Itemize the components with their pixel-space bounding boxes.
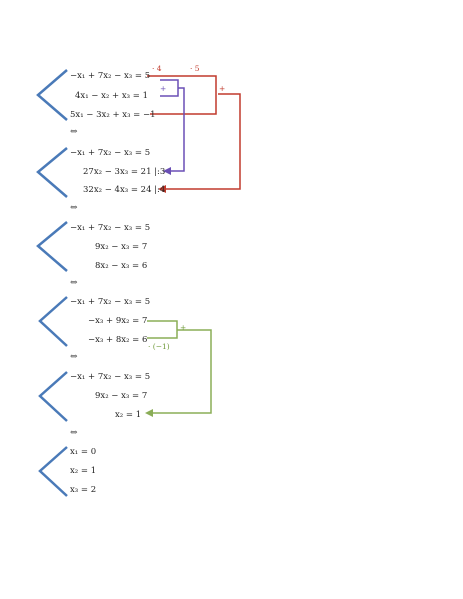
system-3-equation-3: 8x₂ − x₃ = 6 (95, 261, 148, 271)
system-1-equation-2: 4x₁ − x₂ + x₃ = 1 (75, 91, 148, 101)
annotation-plus-green: + (180, 323, 187, 332)
green-arrow-line (152, 329, 212, 414)
solution-x1: x₁ = 0 (70, 447, 97, 457)
purple-arrowhead (163, 167, 171, 175)
red-arrowhead (158, 185, 166, 193)
system-bracket-5 (38, 371, 68, 422)
system-bracket-3 (36, 221, 68, 272)
equivalence-symbol-5: ⇔ (70, 428, 78, 438)
annotation-times-neg1: · (−1) (148, 342, 170, 351)
annotation-times-4: · 4 (152, 64, 162, 73)
system-1-equation-3: 5x₁ − 3x₂ + x₃ = −1 (70, 110, 156, 120)
equivalence-symbol-1: ⇔ (70, 127, 78, 137)
system-2-equation-3: 32x₂ − 4x₃ = 24 |:4 (83, 185, 166, 195)
system-4-equation-1: −x₁ + 7x₂ − x₃ = 5 (70, 297, 151, 307)
equivalence-symbol-2: ⇔ (70, 203, 78, 213)
system-bracket-1 (36, 69, 68, 121)
system-4-equation-2: −x₃ + 9x₂ = 7 (88, 316, 148, 326)
purple-arrow-line (170, 87, 185, 172)
system-bracket-2 (36, 147, 68, 198)
system-5-equation-1: −x₁ + 7x₂ − x₃ = 5 (70, 372, 151, 382)
green-arrowhead (145, 409, 153, 417)
system-4-equation-3: −x₃ + 8x₂ = 6 (88, 335, 148, 345)
system-5-equation-3: x₂ = 1 (115, 410, 142, 420)
system-5-equation-2: 9x₂ − x₃ = 7 (95, 391, 148, 401)
equivalence-symbol-3: ⇔ (70, 278, 78, 288)
system-3-equation-1: −x₁ + 7x₂ − x₃ = 5 (70, 223, 151, 233)
solution-x2: x₂ = 1 (70, 466, 97, 476)
system-2-equation-1: −x₁ + 7x₂ − x₃ = 5 (70, 148, 151, 158)
green-combine-line (147, 320, 178, 339)
red-combine-line (147, 75, 217, 115)
annotation-times-5: · 5 (190, 64, 200, 73)
system-1-equation-1: −x₁ + 7x₂ − x₃ = 5 (70, 71, 151, 81)
system-bracket-6 (38, 446, 68, 497)
system-2-equation-2: 27x₂ − 3x₃ = 21 |:3 (83, 167, 166, 177)
equivalence-symbol-4: ⇔ (70, 352, 78, 362)
annotation-plus-red: + (219, 84, 226, 93)
solution-x3: x₃ = 2 (70, 485, 97, 495)
annotation-plus-purple: + (160, 84, 167, 93)
system-bracket-4 (38, 296, 68, 347)
system-3-equation-2: 9x₂ − x₃ = 7 (95, 242, 148, 252)
red-arrow-line (165, 93, 241, 190)
